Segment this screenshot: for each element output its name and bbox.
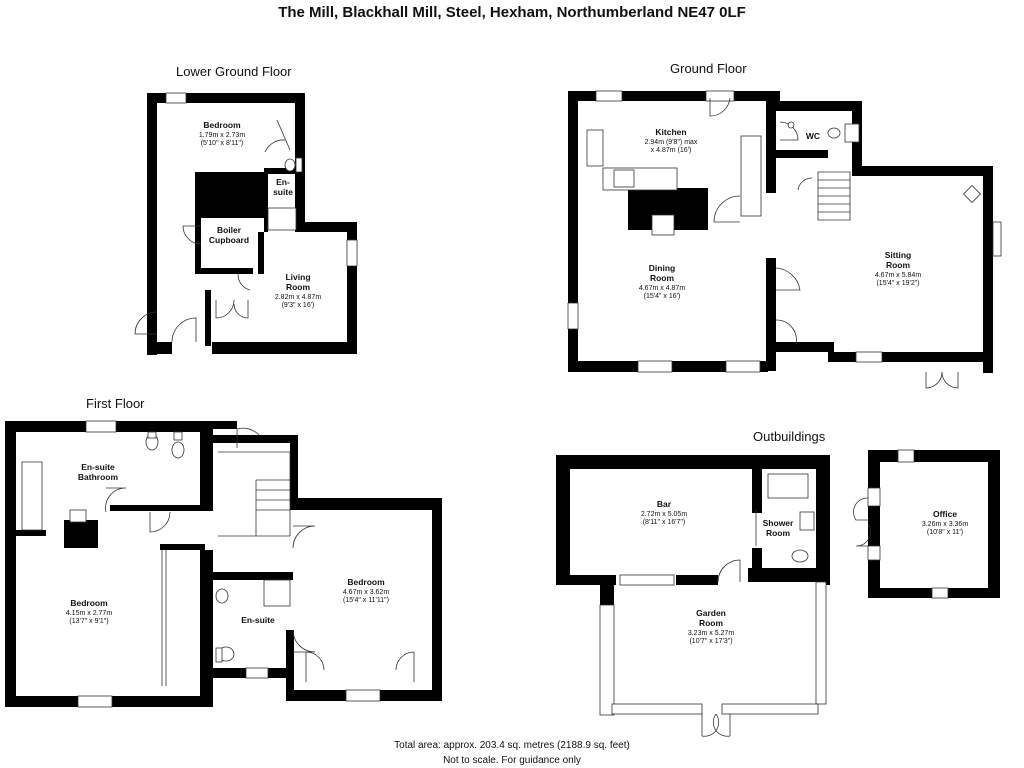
ff-bedroom2-dim-ft: (15'4" x 11'11") [343,597,389,604]
outbuildings-title: Outbuildings [753,429,826,444]
dining-dim-ft: (15'4" x 16') [644,293,681,300]
garden-dim-m: 3.23m x 5.27m [688,630,734,637]
garden-label-1: Garden [696,608,726,618]
living-dim-m: 2.82m x 4.87m [275,294,321,301]
dining-label-2: Room [650,273,675,283]
shower-label-2: Room [766,528,791,538]
living-label-2: Room [286,282,311,292]
ff-bedroom2-dim-m: 4.67m x 3.62m [343,589,389,596]
kitchen-dim-ft: x 4.87m (16') [651,147,692,154]
scale-disclaimer: Not to scale. For guidance only [443,755,581,766]
ff-bedroom2-label: Bedroom [347,577,385,587]
total-area-note: Total area: approx. 203.4 sq. metres (21… [394,740,630,751]
boiler-label-2: Cupboard [209,235,249,245]
ground-floor-plan [567,90,1002,389]
ff-bedroom1-dim-ft: (13'7" x 9'1") [69,618,108,625]
ff-bathroom-label-2: Bathroom [78,472,119,482]
lg-bedroom-dim-ft: (5'10" x 8'11") [201,140,244,147]
sitting-dim-m: 4.67m x 5.84m [875,272,921,279]
lg-ensuite-label-2: suite [273,187,293,197]
dining-dim-m: 4.67m x 4.87m [639,285,685,292]
bar-dim-m: 2.72m x 5.05m [641,511,687,518]
outbuildings-plan [556,449,1000,737]
kitchen-label: Kitchen [655,127,686,137]
ff-bedroom1-label: Bedroom [70,598,108,608]
plan-title: The Mill, Blackhall Mill, Steel, Hexham,… [278,4,746,21]
bar-dim-ft: (8'11" x 16'7") [643,519,686,526]
lower-ground-floor-title: Lower Ground Floor [176,64,292,79]
sitting-label-2: Room [886,260,911,270]
first-floor-title: First Floor [86,396,145,411]
office-label: Office [933,509,957,519]
ground-floor-title: Ground Floor [670,61,747,76]
garden-dim-ft: (10'7" x 17'3") [689,638,732,645]
sitting-label-1: Sitting [885,250,911,260]
ff-ensuite-label: En-suite [241,615,275,625]
ff-bedroom1-dim-m: 4.15m x 2.77m [66,610,112,617]
room-labels: Bedroom 1.79m x 2.73m (5'10" x 8'11") En… [66,120,968,645]
living-dim-ft: (9'3" x 16') [282,302,315,309]
first-floor-plan [5,420,442,708]
bar-label: Bar [657,499,672,509]
kitchen-dim-m: 2.94m (9'8") max [645,139,698,146]
lower-ground-floor-plan [134,92,358,355]
lg-bedroom-dim-m: 1.79m x 2.73m [199,132,245,139]
garden-label-2: Room [699,618,724,628]
office-dim-ft: (10'8" x 11') [927,529,963,536]
living-label-1: Living [285,272,310,282]
shower-label-1: Shower [763,518,794,528]
ff-bathroom-label-1: En-suite [81,462,115,472]
dining-label-1: Dining [649,263,675,273]
lg-bedroom-label: Bedroom [203,120,241,130]
lg-ensuite-label-1: En- [276,177,290,187]
boiler-label-1: Boiler [217,225,242,235]
sitting-dim-ft: (15'4" x 19'2") [876,280,919,287]
office-dim-m: 3.26m x 3.36m [922,521,968,528]
wc-label: WC [806,131,820,141]
